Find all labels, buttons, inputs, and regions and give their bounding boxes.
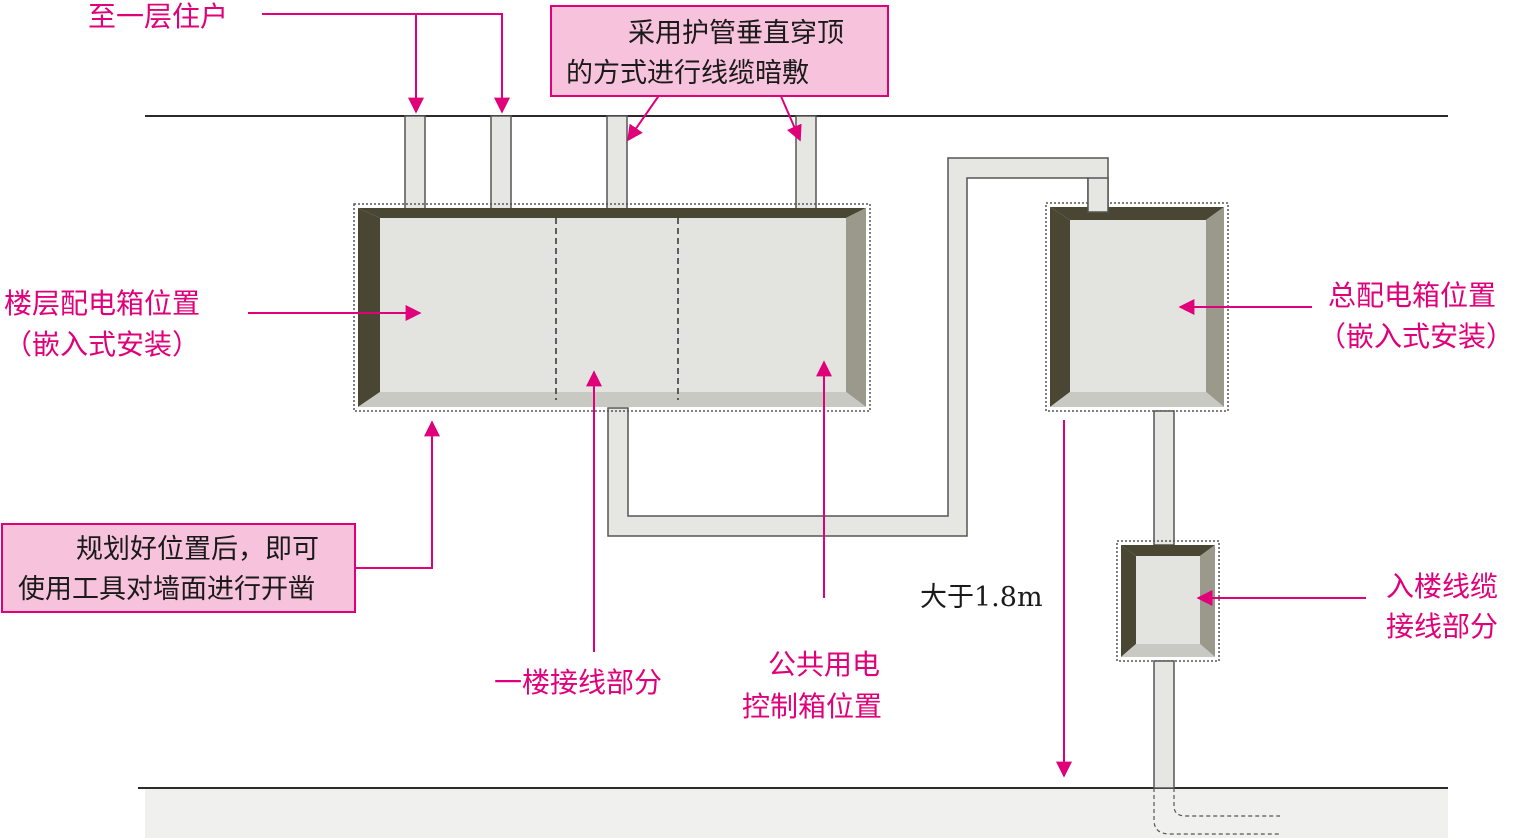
main-box-inlet — [1087, 177, 1109, 213]
label-first-floor-wiring: 一楼接线部分 — [494, 666, 662, 699]
slot-note-box — [1, 523, 356, 613]
arrow-to-conduit-1 — [262, 13, 424, 114]
conduit-1 — [404, 115, 426, 212]
annotation-lines — [248, 13, 1366, 778]
label-floor-box-1: 楼层配电箱位置 — [4, 287, 200, 320]
conduit-note-box — [550, 5, 889, 97]
floor-slab — [145, 788, 1448, 838]
label-entry-1: 入楼线缆 — [1386, 570, 1498, 603]
label-entry-2: 接线部分 — [1386, 610, 1498, 643]
riser-conduit — [1153, 410, 1175, 546]
arrow-to-conduit-2 — [416, 13, 510, 114]
note-slot-2: 使用工具对墙面进行开凿 — [18, 574, 315, 605]
buried-conduit — [1153, 788, 1280, 835]
arrow-to-conduit-4 — [779, 93, 802, 142]
conduit-3 — [606, 115, 628, 212]
entry-junction-box — [1116, 540, 1220, 662]
label-main-box-1: 总配电箱位置 — [1328, 279, 1496, 312]
note-conduit-1: 采用护管垂直穿顶 — [628, 18, 844, 49]
conduit-2 — [490, 115, 512, 212]
floor-distribution-box — [353, 203, 871, 412]
arrow-to-conduit-3 — [627, 93, 661, 142]
note-slot-1: 规划好位置后，即可 — [76, 534, 319, 565]
note-conduit-2: 的方式进行线缆暗敷 — [566, 58, 809, 89]
label-height: 大于1.8m — [920, 582, 1043, 613]
arrow-slot-note — [356, 420, 440, 569]
conduit-4 — [795, 115, 817, 212]
label-floor-box-2: （嵌入式安装） — [4, 328, 200, 361]
label-public-box-2: 控制箱位置 — [742, 690, 882, 723]
floor-conduit — [1153, 660, 1175, 789]
label-public-box-1: 公共用电 — [768, 648, 880, 681]
label-to-first-floor: 至一层住户 — [88, 0, 228, 33]
label-main-box-2: （嵌入式安装） — [1318, 320, 1514, 353]
vertical-conduits — [404, 115, 817, 212]
